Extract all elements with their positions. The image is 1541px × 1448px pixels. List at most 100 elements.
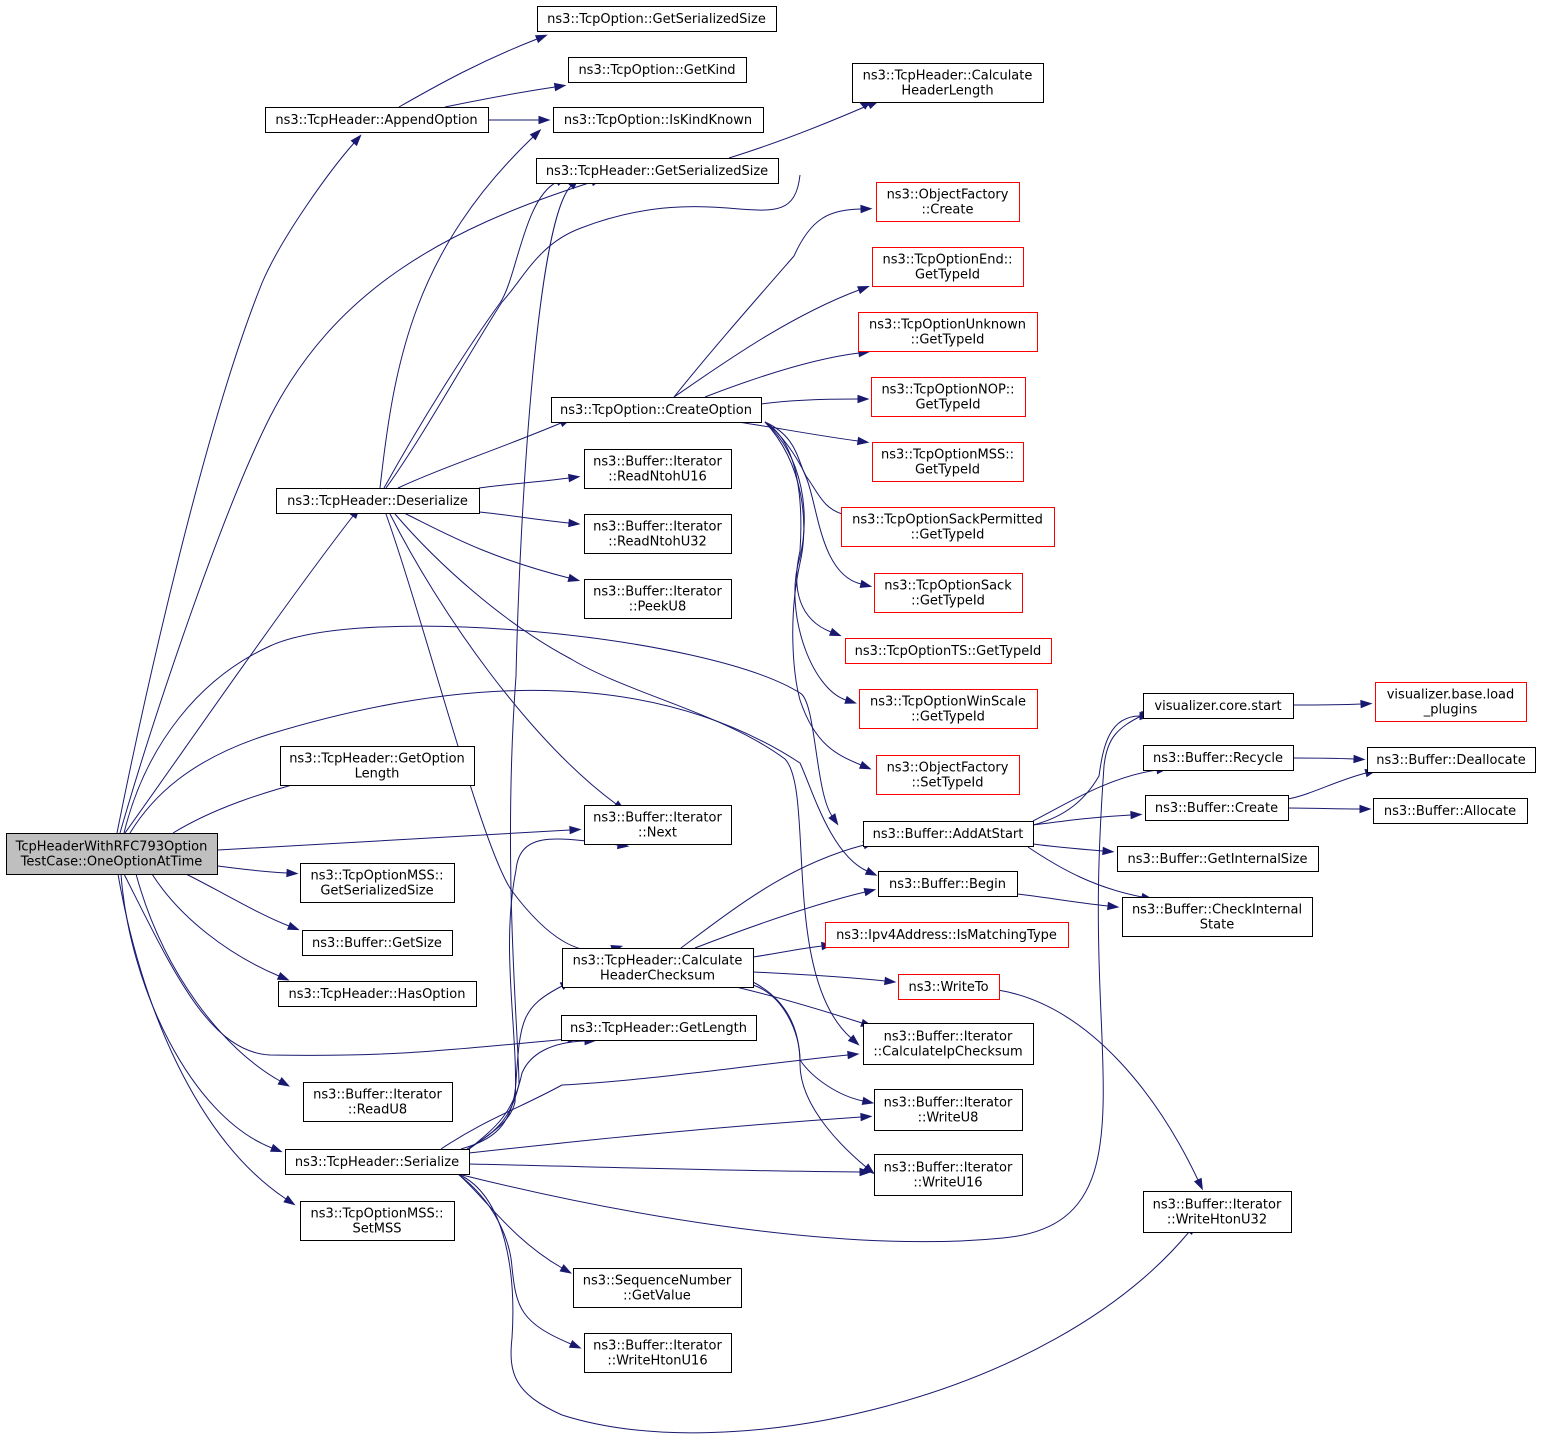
node-seq-getvalue[interactable]: ns3::SequenceNumber::GetValue bbox=[573, 1268, 742, 1308]
node-opt-createoption[interactable]: ns3::TcpOption::CreateOption bbox=[551, 397, 762, 423]
node-opt-iskindknown[interactable]: ns3::TcpOption::IsKindKnown bbox=[553, 107, 764, 133]
node-label-line: ns3::TcpHeader::Deserialize bbox=[287, 494, 468, 509]
node-box bbox=[573, 1268, 742, 1308]
node-buf-begin[interactable]: ns3::Buffer::Begin bbox=[878, 871, 1018, 897]
node-nop-typeid[interactable]: ns3::TcpOptionNOP::GetTypeId bbox=[871, 377, 1026, 417]
node-box bbox=[584, 579, 732, 619]
edge-path bbox=[383, 181, 558, 489]
node-box bbox=[1143, 693, 1294, 719]
node-label-line: ns3::TcpHeader::GetLength bbox=[570, 1021, 747, 1036]
node-label-line: SetMSS bbox=[352, 1222, 401, 1237]
node-mss-setmss[interactable]: ns3::TcpOptionMSS::SetMSS bbox=[300, 1201, 455, 1241]
edge-arrowhead bbox=[286, 868, 299, 878]
edge-arrowhead bbox=[277, 1077, 291, 1087]
edge-arrowhead bbox=[884, 976, 897, 986]
node-end-typeid[interactable]: ns3::TcpOptionEnd::GetTypeId bbox=[872, 247, 1024, 287]
edge-path bbox=[457, 714, 1144, 1243]
node-hdr-serialize[interactable]: ns3::TcpHeader::Serialize bbox=[285, 1149, 470, 1175]
node-writeto[interactable]: ns3::WriteTo bbox=[898, 974, 1000, 1000]
node-it-peeku8[interactable]: ns3::Buffer::Iterator::PeekU8 bbox=[584, 579, 732, 619]
node-buf-recycle[interactable]: ns3::Buffer::Recycle bbox=[1143, 745, 1294, 771]
node-label-line: ns3::Buffer::Iterator bbox=[313, 1088, 442, 1103]
node-box bbox=[584, 1333, 732, 1373]
call-edge-hdr_deserialize-to-it_calcipchecksum bbox=[394, 513, 860, 1046]
node-opt-getkind[interactable]: ns3::TcpOption::GetKind bbox=[568, 57, 747, 83]
node-it-readntohu16[interactable]: ns3::Buffer::Iterator::ReadNtohU16 bbox=[584, 449, 732, 489]
call-edge-writeto-to-it_writehtonu32 bbox=[997, 989, 1203, 1191]
node-ts-typeid[interactable]: ns3::TcpOptionTS::GetTypeId bbox=[845, 638, 1052, 664]
node-label-line: ns3::TcpOption::CreateOption bbox=[560, 403, 752, 418]
node-buf-dealloc[interactable]: ns3::Buffer::Deallocate bbox=[1367, 747, 1536, 773]
call-edge-hdr_serialize-to-it_writeu16 bbox=[468, 1163, 872, 1177]
edge-path bbox=[468, 1116, 862, 1154]
edge-arrowhead bbox=[847, 1050, 860, 1060]
node-buf-create[interactable]: ns3::Buffer::Create bbox=[1145, 795, 1289, 821]
node-label-line: HeaderLength bbox=[901, 84, 993, 99]
node-buf-allocate[interactable]: ns3::Buffer::Allocate bbox=[1373, 798, 1528, 824]
edge-path bbox=[466, 185, 572, 1150]
edge-arrowhead bbox=[568, 1339, 582, 1349]
node-buf-getinternalsize[interactable]: ns3::Buffer::GetInternalSize bbox=[1117, 846, 1319, 872]
edge-path bbox=[1292, 703, 1362, 706]
node-sack-typeid[interactable]: ns3::TcpOptionSack::GetTypeId bbox=[874, 573, 1023, 613]
node-it-readu8[interactable]: ns3::Buffer::Iterator::ReadU8 bbox=[303, 1082, 453, 1122]
node-label-line: ::GetTypeId bbox=[911, 594, 985, 609]
node-hdr-appendoption[interactable]: ns3::TcpHeader::AppendOption bbox=[265, 107, 489, 133]
node-of-create[interactable]: ns3::ObjectFactory::Create bbox=[876, 182, 1020, 222]
edge-arrowhead bbox=[1359, 804, 1372, 814]
node-label-line: ns3::Buffer::Iterator bbox=[884, 1096, 1013, 1111]
call-edge-buf_create-to-buf_allocate bbox=[1287, 804, 1372, 814]
edge-arrowhead bbox=[276, 971, 290, 981]
node-hdr-deserialize[interactable]: ns3::TcpHeader::Deserialize bbox=[276, 488, 480, 514]
node-box bbox=[584, 514, 732, 554]
node-it-calcipchecksum[interactable]: ns3::Buffer::Iterator::CalculateIpChecks… bbox=[863, 1023, 1034, 1065]
call-edge-hdr_deserialize-to-hdr_getsersize bbox=[383, 176, 568, 489]
node-label-line: ns3::Buffer::Iterator bbox=[884, 1161, 1013, 1176]
node-label-line: ns3::Buffer::CheckInternal bbox=[1132, 903, 1302, 918]
call-edge-buf_create-to-buf_dealloc bbox=[1287, 769, 1378, 800]
call-edge-root-to-buf_addatstart bbox=[123, 625, 839, 834]
node-hdr-getlength[interactable]: ns3::TcpHeader::GetLength bbox=[561, 1015, 757, 1041]
node-root[interactable]: TcpHeaderWithRFC793OptionTestCase::OneOp… bbox=[6, 833, 218, 875]
edge-arrowhead bbox=[847, 1034, 860, 1046]
node-sackp-typeid[interactable]: ns3::TcpOptionSackPermitted::GetTypeId bbox=[841, 507, 1055, 547]
node-ws-typeid[interactable]: ns3::TcpOptionWinScale::GetTypeId bbox=[859, 689, 1038, 729]
node-it-writeu8[interactable]: ns3::Buffer::Iterator::WriteU8 bbox=[874, 1089, 1023, 1131]
node-label-line: ns3::Buffer::Recycle bbox=[1153, 751, 1283, 766]
node-hdr-hasoption[interactable]: ns3::TcpHeader::HasOption bbox=[278, 981, 477, 1007]
node-box bbox=[859, 689, 1038, 729]
node-ipv4-ismatching[interactable]: ns3::Ipv4Address::IsMatchingType bbox=[825, 922, 1069, 948]
node-of-settypeid[interactable]: ns3::ObjectFactory::SetTypeId bbox=[876, 755, 1020, 795]
edge-arrowhead bbox=[538, 115, 551, 125]
node-opt-getsersize[interactable]: ns3::TcpOption::GetSerializedSize bbox=[537, 6, 777, 32]
edge-path bbox=[403, 512, 570, 579]
node-unk-typeid[interactable]: ns3::TcpOptionUnknown::GetTypeId bbox=[858, 312, 1038, 352]
edge-path bbox=[440, 1054, 849, 1150]
node-vis-start[interactable]: visualizer.core.start bbox=[1143, 693, 1294, 719]
node-label-line: ns3::TcpHeader::Serialize bbox=[295, 1155, 459, 1170]
node-it-writeu16[interactable]: ns3::Buffer::Iterator::WriteU16 bbox=[874, 1154, 1023, 1196]
edge-path bbox=[1027, 846, 1143, 898]
edge-arrowhead bbox=[1353, 754, 1366, 764]
node-hdr-getsersize[interactable]: ns3::TcpHeader::GetSerializedSize bbox=[536, 158, 779, 184]
node-mss-typeid[interactable]: ns3::TcpOptionMSS::GetTypeId bbox=[872, 442, 1024, 482]
node-it-writehtonu16[interactable]: ns3::Buffer::Iterator::WriteHtonU16 bbox=[584, 1333, 732, 1373]
edge-path bbox=[1032, 814, 1132, 826]
node-box bbox=[878, 871, 1018, 897]
node-box bbox=[1375, 682, 1527, 722]
node-it-next[interactable]: ns3::Buffer::Iterator::Next bbox=[584, 805, 732, 845]
node-buf-getsize[interactable]: ns3::Buffer::GetSize bbox=[302, 930, 453, 956]
call-edge-buf_addatstart-to-buf_create bbox=[1032, 810, 1143, 826]
edge-path bbox=[1287, 772, 1367, 800]
node-vis-loadplugins[interactable]: visualizer.base.load_plugins bbox=[1375, 682, 1527, 722]
node-it-readntohu32[interactable]: ns3::Buffer::Iterator::ReadNtohU32 bbox=[584, 514, 732, 554]
edges-layer bbox=[116, 34, 1378, 1434]
edge-arrowhead bbox=[860, 204, 873, 214]
node-mss-getsersize[interactable]: ns3::TcpOptionMSS::GetSerializedSize bbox=[300, 863, 455, 903]
node-it-writehtonu32[interactable]: ns3::Buffer::Iterator::WriteHtonU32 bbox=[1143, 1191, 1292, 1233]
node-buf-addatstart[interactable]: ns3::Buffer::AddAtStart bbox=[863, 821, 1034, 847]
